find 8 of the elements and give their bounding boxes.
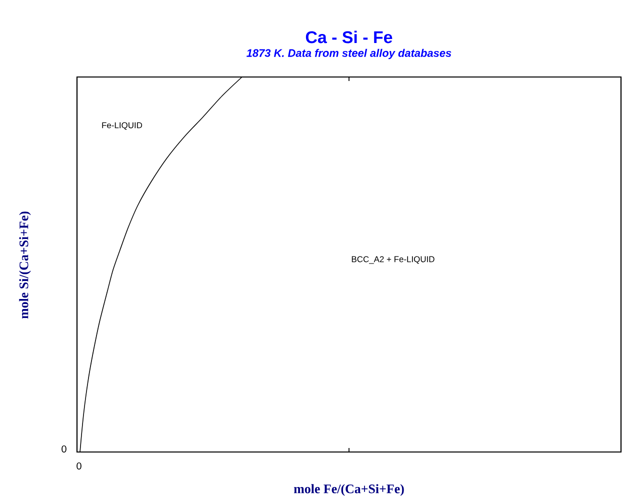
axis-label: mole Fe/(Ca+Si+Fe): [294, 484, 404, 496]
tick-label: 0: [76, 462, 82, 470]
region-label: BCC_A2 + Fe-LIQUID: [352, 256, 434, 264]
chart-title: Ca - Si - Fe: [306, 30, 392, 44]
subtitle: 1873 K. Data from steel alloy databases: [246, 48, 452, 60]
tick-label: 0: [62, 445, 66, 453]
axis-label: mole Si/(Ca+Si+Fe): [19, 212, 31, 319]
region-label: Fe-LIQUID: [102, 122, 142, 130]
